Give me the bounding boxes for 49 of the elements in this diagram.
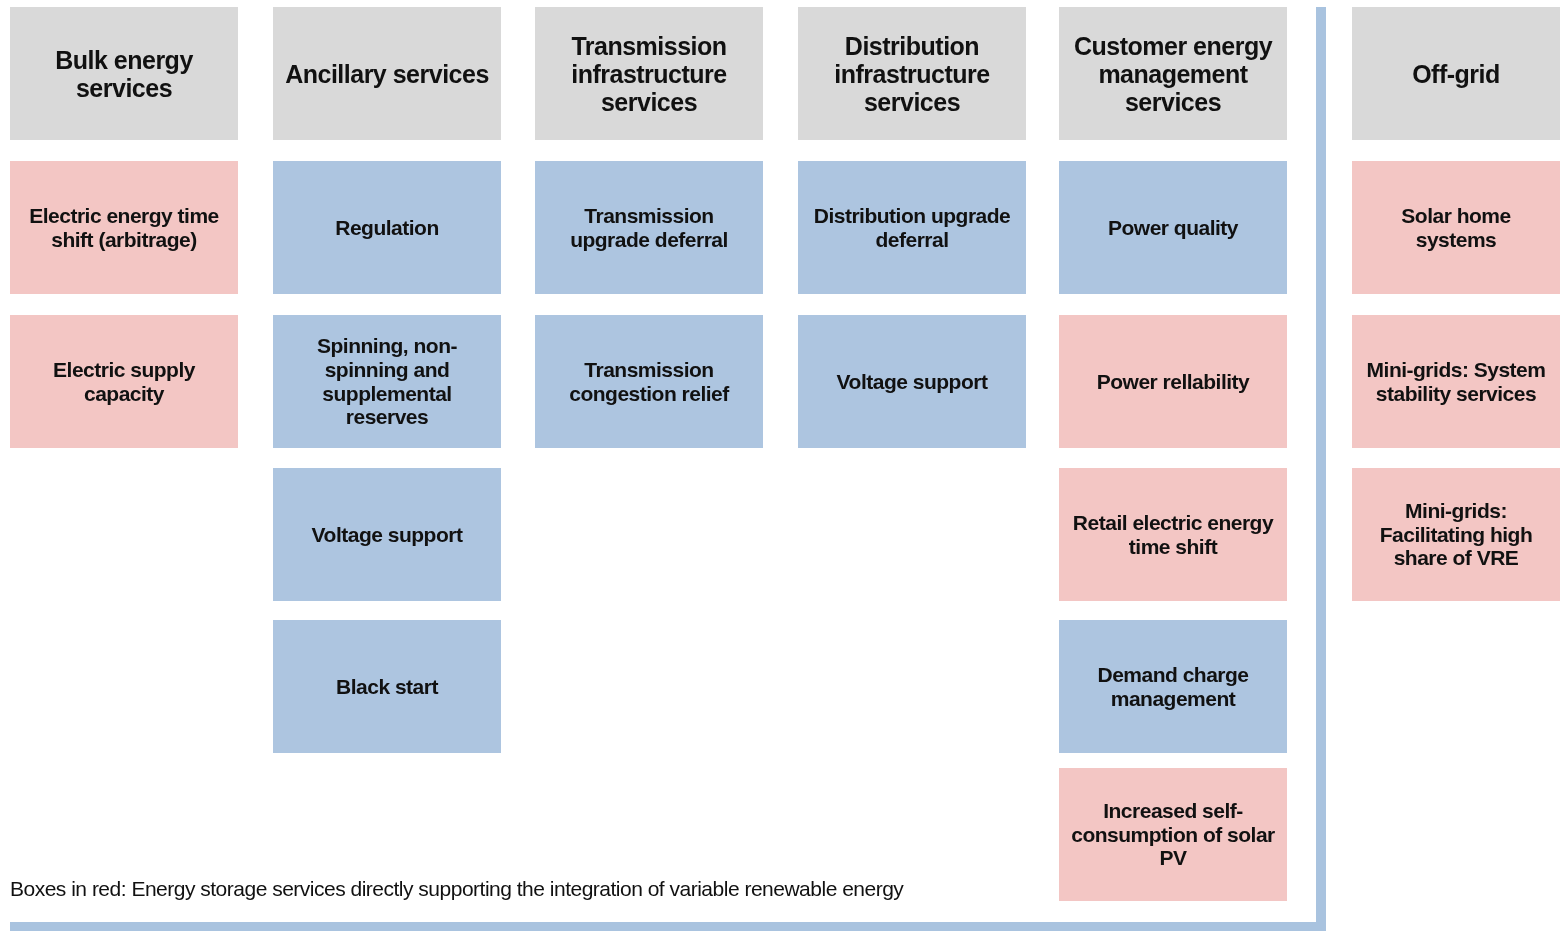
box-text: Transmission infrastructure services xyxy=(570,31,728,116)
service-box xyxy=(1352,161,1560,294)
column-header xyxy=(798,7,1026,140)
service-box xyxy=(1059,161,1287,294)
box-text: Electric energy time shift (arbitrage) xyxy=(28,204,220,251)
service-box xyxy=(798,161,1026,294)
box-text: Spinning, non-spinning and supplemental reserves xyxy=(316,334,458,429)
box-text: Mini-grids: System stability services xyxy=(1365,358,1547,405)
column-header xyxy=(1059,7,1287,140)
box-text: Ancillary services xyxy=(285,59,489,88)
box-text: Mini-grids: Facilitating high share of VRE xyxy=(1378,499,1534,570)
column-header xyxy=(535,7,763,140)
service-box xyxy=(1059,315,1287,448)
service-box xyxy=(273,161,501,294)
box-text: Customer energy management services xyxy=(1072,31,1274,116)
box-text: Increased self-consumption of solar PV xyxy=(1070,799,1276,870)
service-box xyxy=(1059,468,1287,601)
service-box xyxy=(1059,620,1287,753)
service-box xyxy=(10,161,238,294)
box-text: Off-grid xyxy=(1412,59,1500,88)
column-header xyxy=(10,7,238,140)
service-box xyxy=(798,315,1026,448)
box-text: Regulation xyxy=(335,215,439,240)
box-text: Retail electric energy time shift xyxy=(1071,511,1275,558)
box-text: Transmission congestion relief xyxy=(568,358,731,405)
box-text: Voltage support xyxy=(311,522,463,547)
service-box xyxy=(273,468,501,601)
column-header xyxy=(1352,7,1560,140)
service-box xyxy=(273,315,501,448)
service-box xyxy=(273,620,501,753)
box-text: Bulk energy services xyxy=(54,45,194,102)
service-box xyxy=(10,315,238,448)
box-text: Electric supply capacity xyxy=(52,358,196,405)
box-text: Power quality xyxy=(1108,215,1238,240)
box-text: Transmission upgrade deferral xyxy=(569,204,729,251)
box-text: Distribution infrastructure services xyxy=(833,31,991,116)
box-text: Voltage support xyxy=(836,369,988,394)
footnote: Boxes in red: Energy storage services directly supporting the integration of variable renewable energy xyxy=(10,877,904,901)
column-header xyxy=(273,7,501,140)
box-text: Black start xyxy=(336,674,438,699)
service-box xyxy=(1352,468,1560,601)
box-text: Demand charge management xyxy=(1096,663,1250,710)
box-text: Distribution upgrade deferral xyxy=(812,204,1012,251)
service-box xyxy=(535,315,763,448)
box-text: Power rellability xyxy=(1096,369,1250,394)
service-box xyxy=(535,161,763,294)
service-box xyxy=(1352,315,1560,448)
service-box xyxy=(1059,768,1287,901)
box-text: Solar home systems xyxy=(1400,204,1512,251)
